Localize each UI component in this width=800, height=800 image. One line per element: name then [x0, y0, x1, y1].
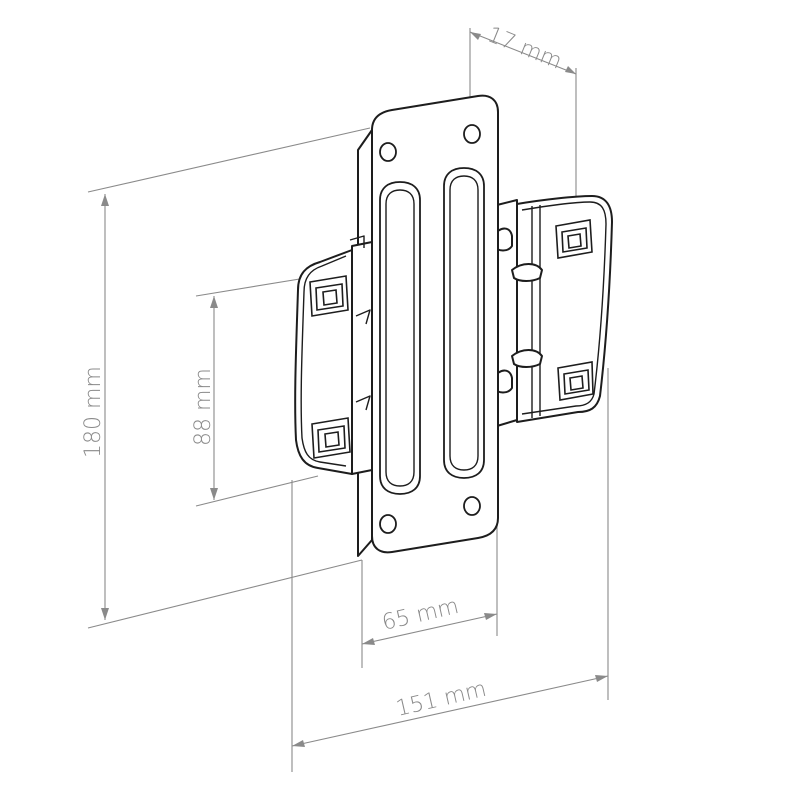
bracket-nut-upper-left [309, 275, 349, 317]
dim-plate-width-label: 65 mm [380, 594, 461, 636]
dim-hole-spacing-label: 88 mm [191, 368, 216, 446]
bracket-nut-upper-right [555, 219, 593, 259]
bracket-nut-lower-left [311, 417, 351, 459]
mount-hole-bottom-right [463, 496, 481, 516]
bracket-nut-lower-right [557, 361, 594, 401]
dimension-lines [87, 28, 609, 772]
plate-slot-left [379, 181, 421, 495]
dim-height-label: 180 mm [81, 366, 106, 458]
left-bracket [294, 235, 373, 475]
main-plate [357, 94, 499, 557]
mount-hole-top-left [379, 142, 397, 162]
dim-total-width-label: 151 mm [394, 677, 489, 722]
mount-hole-top-right [463, 124, 481, 144]
right-bracket [493, 195, 613, 427]
plate-slot-right [443, 167, 485, 479]
mount-hole-bottom-left [379, 514, 397, 534]
dim-depth-label: 17 mm [484, 22, 566, 74]
